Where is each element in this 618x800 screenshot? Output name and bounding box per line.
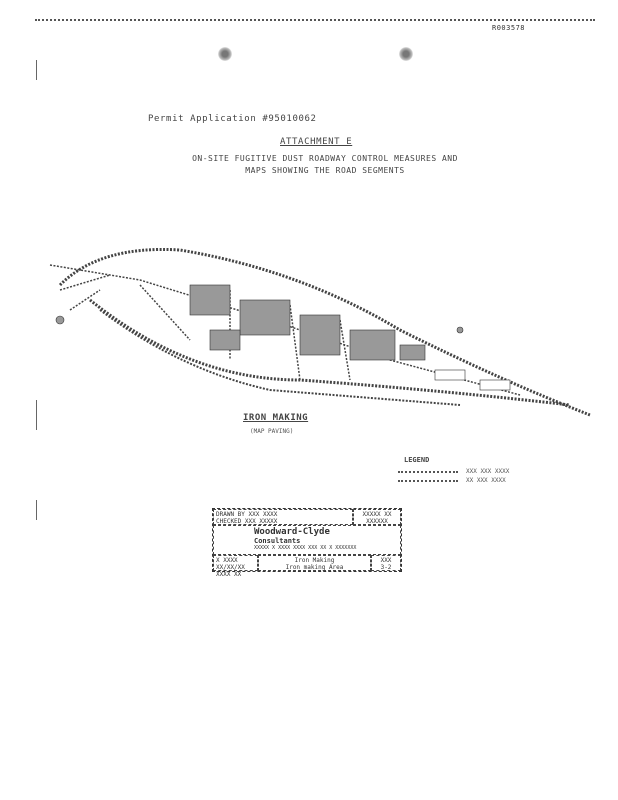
road-segment <box>139 284 351 381</box>
building <box>299 314 341 356</box>
road-segment <box>99 309 461 406</box>
date-cell: X XXXX XX/XX/XX XXXX XX <box>213 555 258 578</box>
building <box>209 329 241 351</box>
structure <box>456 326 464 334</box>
legend-label: XXX XXX XXXX <box>466 468 510 475</box>
margin-mark <box>36 500 37 520</box>
margin-mark <box>36 400 37 430</box>
structure <box>55 315 65 325</box>
legend-swatch <box>398 479 458 482</box>
number-cell: XXXXX XX XXXXXX <box>353 509 401 525</box>
road-segment <box>49 264 521 396</box>
checked-by: CHECKED XXX XXXXX <box>216 518 278 525</box>
legend-swatch <box>398 470 458 473</box>
permit-application-line: Permit Application #95010062 <box>148 114 317 124</box>
legend-row: XXX XXX XXXX <box>398 468 509 475</box>
figure-cell: XXX 3-2 <box>371 555 401 571</box>
building <box>399 344 426 361</box>
subtitle-line: ON-SITE FUGITIVE DUST ROADWAY CONTROL ME… <box>192 154 458 163</box>
sheet-subtitle: Iron making Area <box>285 564 344 571</box>
legend-label: XX XXX XXXX <box>466 477 506 484</box>
road-segment <box>59 274 111 311</box>
building <box>479 379 511 391</box>
site-map <box>49 247 591 417</box>
map-area-sublabel: (MAP PAVING) <box>250 428 294 435</box>
top-scan-border <box>35 19 595 21</box>
title-block: DRAWN BY XXX XXXX CHECKED XXX XXXXX XXXX… <box>212 508 402 578</box>
building <box>434 369 466 381</box>
punch-hole-icon <box>399 47 413 61</box>
scale: XXXX XX <box>216 571 242 578</box>
building <box>239 299 291 336</box>
sheet-title: Iron Making <box>294 557 335 564</box>
legend-row: XX XXX XXXX <box>398 477 506 484</box>
building <box>189 284 231 316</box>
firm-subtitle: Consultants <box>254 537 301 545</box>
figure-label: XXX <box>380 557 392 564</box>
figure-number: 3-2 <box>380 564 392 571</box>
firm-name: Woodward-Clyde <box>254 527 330 537</box>
sheet-title-cell: Iron Making Iron making Area <box>258 555 371 571</box>
building <box>349 329 396 361</box>
road-segment <box>89 298 571 407</box>
road-segment <box>58 247 591 417</box>
subtitle-line: MAPS SHOWING THE ROAD SEGMENTS <box>245 166 405 175</box>
attachment-title: ATTACHMENT E <box>280 137 353 147</box>
date: X XXXX XX/XX/XX <box>216 557 245 571</box>
document-subtitle: ON-SITE FUGITIVE DUST ROADWAY CONTROL ME… <box>180 153 470 177</box>
punch-hole-icon <box>218 47 232 61</box>
map-area-label: IRON MAKING <box>243 413 309 423</box>
number-label: XXXXX XX <box>362 511 392 518</box>
legend-title: LEGEND <box>404 456 430 464</box>
document-number: R003578 <box>492 24 526 32</box>
margin-mark <box>36 60 37 80</box>
firm-address: XXXXX X XXXX XXXX XXX XX X XXXXXXX <box>254 545 357 551</box>
project-number: XXXXXX <box>366 518 388 525</box>
drawn-by: DRAWN BY XXX XXXX <box>216 511 278 518</box>
drawn-by-cell: DRAWN BY XXX XXXX CHECKED XXX XXXXX <box>213 509 353 525</box>
firm-cell: Woodward-Clyde Consultants XXXXX X XXXX … <box>213 525 401 555</box>
